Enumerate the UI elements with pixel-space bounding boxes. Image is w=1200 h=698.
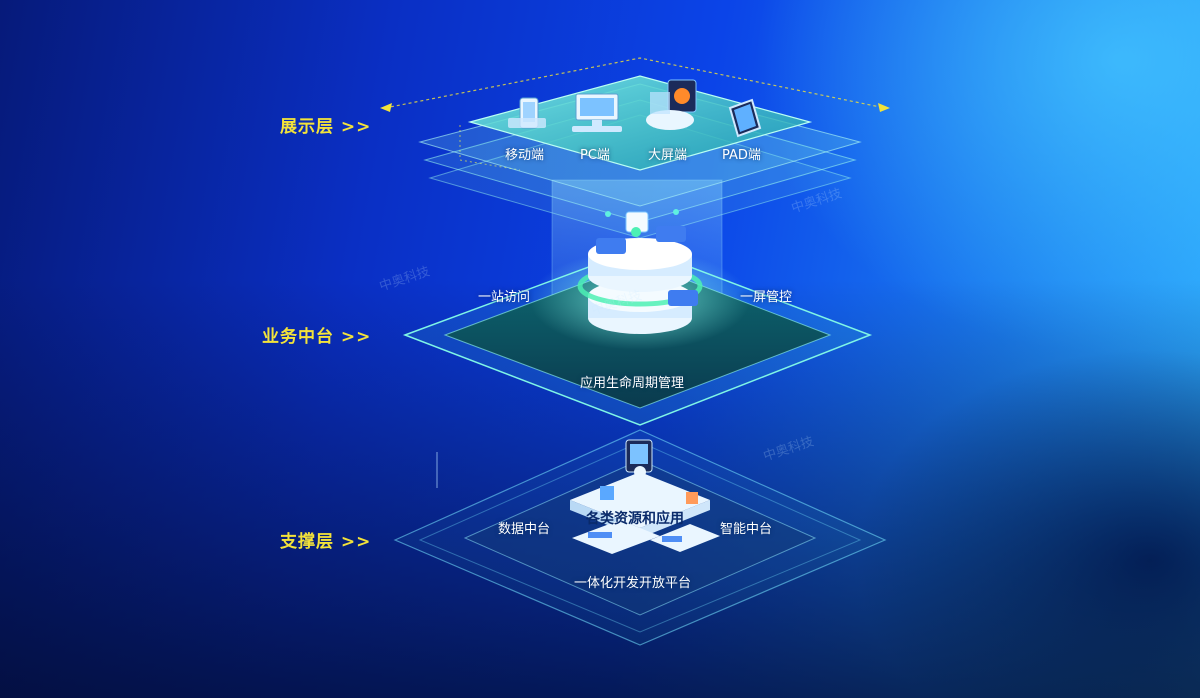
support-layer	[393, 429, 887, 646]
business-layer	[402, 209, 873, 426]
resource-cluster-icon	[570, 439, 720, 554]
server-stack-icon	[577, 209, 703, 334]
arrow-head-right	[878, 103, 890, 112]
presentation-layer	[380, 57, 890, 239]
presentation-plate-top	[467, 75, 813, 171]
support-plate-mid	[418, 441, 862, 633]
tag-pc: PC端	[580, 148, 610, 163]
tag-resources-apps: 各类资源和应用	[586, 511, 684, 527]
arrow-head-left	[380, 103, 392, 112]
layer-label-presentation: 展示层 >>	[280, 117, 372, 137]
tag-one-screen-control: 一屏管控	[740, 290, 793, 305]
tag-ai-platform: 智能中台	[720, 522, 773, 537]
tag-pad: PAD端	[722, 148, 761, 163]
tag-data-platform: 数据中台	[498, 522, 551, 537]
layer-label-support: 支撑层 >>	[280, 532, 372, 552]
top-arrow-left-drop	[459, 125, 521, 171]
mobile-device-icon	[508, 97, 546, 129]
divider-line	[436, 452, 438, 488]
tag-one-stop-access: 一站访问	[478, 290, 531, 305]
pad-device-icon	[728, 98, 762, 138]
tag-dev-platform: 一体化开发开放平台	[574, 576, 692, 591]
tag-big-screen: 大屏端	[648, 148, 688, 163]
top-arrow-left	[384, 57, 886, 109]
layer-label-business: 业务中台 >>	[262, 327, 372, 347]
pc-device-icon	[572, 93, 622, 132]
big-screen-icon	[646, 79, 697, 130]
tag-app-lifecycle: 应用生命周期管理	[580, 376, 685, 391]
tag-mobile: 移动端	[505, 148, 545, 163]
